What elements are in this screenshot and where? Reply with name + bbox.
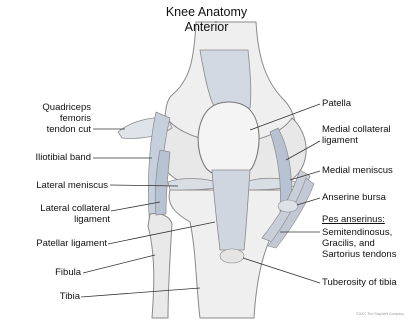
tibial-tuberosity: [220, 249, 244, 263]
label-tibia: Tibia: [60, 291, 80, 302]
label-patella: Patella: [322, 98, 351, 109]
patella: [198, 102, 259, 177]
label-pes-anserinus: Pes anserinus:: [322, 214, 385, 225]
label-quadriceps: Quadriceps femoris tendon cut: [42, 102, 91, 135]
label-patellar-ligament: Patellar ligament: [36, 238, 107, 249]
label-medial-meniscus: Medial meniscus: [322, 165, 393, 176]
label-lateral-meniscus: Lateral meniscus: [36, 180, 108, 191]
anserine-bursa: [278, 200, 298, 212]
fibula: [148, 213, 172, 318]
label-medial-collateral: Medial collateral ligament: [322, 124, 391, 146]
title-line-2: Anterior: [0, 20, 413, 34]
label-iliotibial-band: Iliotibial band: [36, 152, 91, 163]
label-anserine-bursa: Anserine bursa: [322, 192, 386, 203]
label-tuberosity: Tuberosity of tibia: [322, 277, 397, 288]
title-line-1: Knee Anatomy: [0, 5, 413, 19]
copyright: ©2007 The StayWell Company: [356, 312, 404, 316]
label-lateral-collateral: Lateral collateral ligament: [40, 203, 110, 225]
label-pes-tendons: Semitendinosus, Gracilis, and Sartorius …: [322, 227, 396, 260]
label-fibula: Fibula: [55, 267, 81, 278]
